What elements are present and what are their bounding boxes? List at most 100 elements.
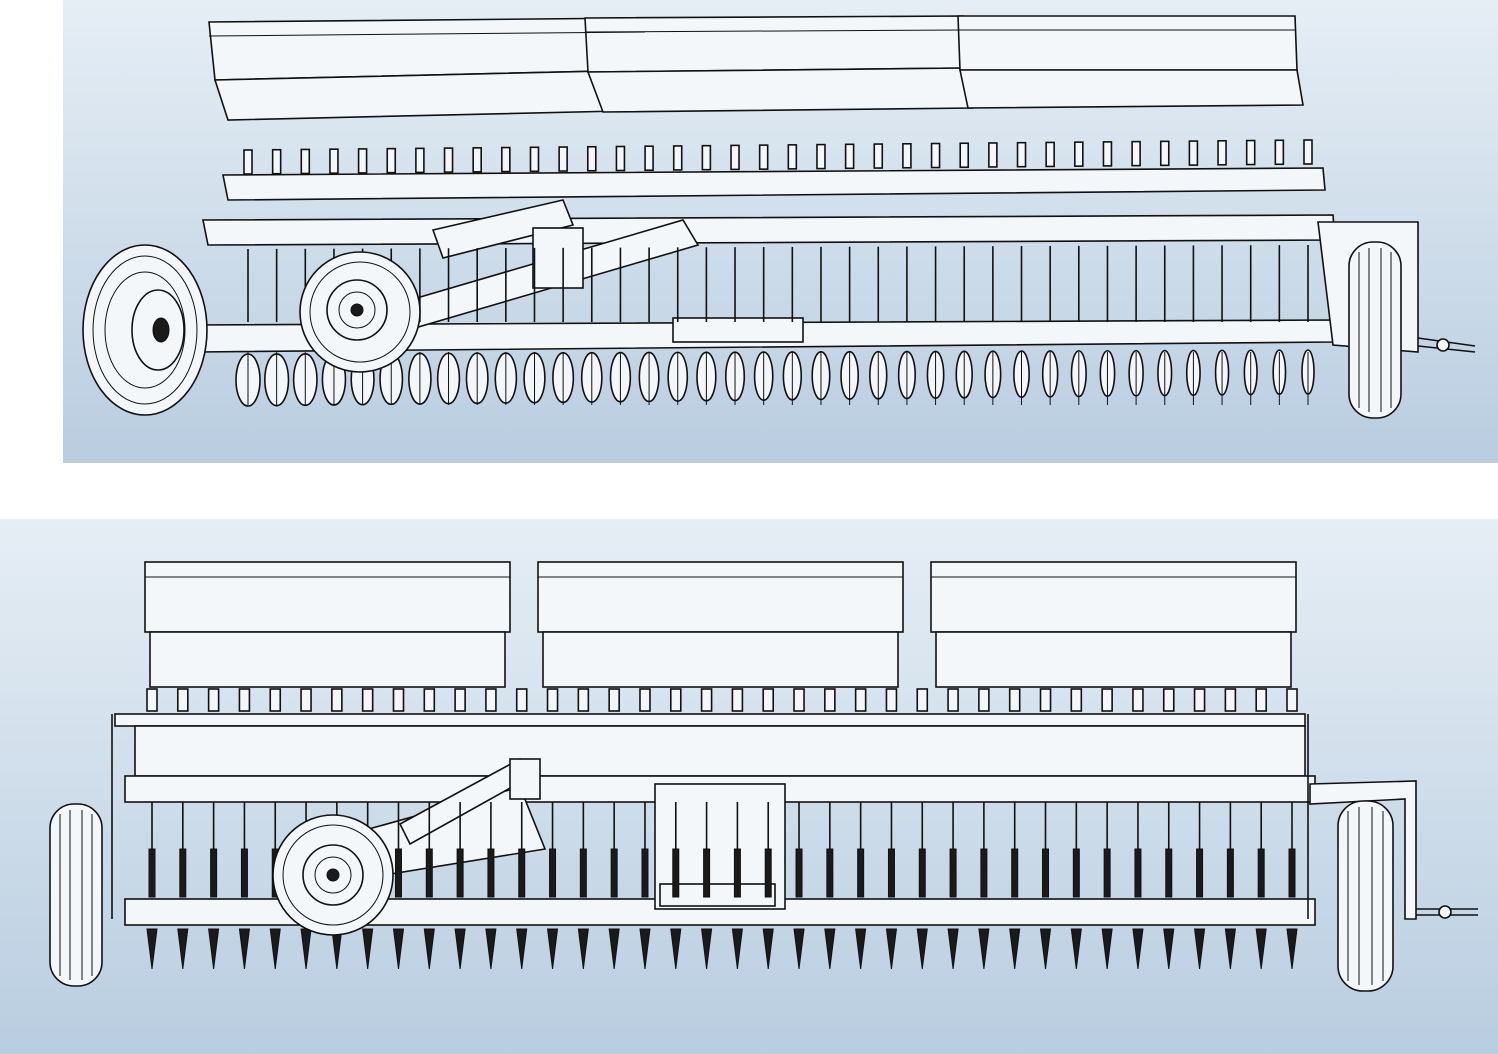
opener-spring — [1288, 848, 1296, 898]
seed-meter — [207, 688, 220, 712]
opener-spring — [1196, 848, 1204, 898]
seed-meter — [930, 142, 941, 169]
opener-spring — [887, 848, 895, 898]
seed-meter — [873, 143, 884, 169]
seed-meter — [546, 688, 559, 712]
seed-meter — [787, 144, 798, 170]
seed-hopper-left — [144, 561, 511, 633]
opener-spring — [672, 848, 680, 898]
opener-spring — [1072, 848, 1080, 898]
seed-meter — [844, 143, 855, 170]
seed-meter — [1255, 688, 1267, 712]
opener-spring — [1165, 848, 1173, 898]
seed-meter — [854, 688, 867, 712]
seed-meter — [529, 146, 540, 173]
seed-meter — [762, 688, 775, 712]
opener-disc — [362, 928, 374, 970]
seed-meter — [615, 145, 626, 172]
seed-meter — [1245, 139, 1256, 166]
seed-meter — [501, 146, 511, 173]
opener-spring — [795, 848, 803, 898]
seed-meter — [793, 688, 805, 712]
seed-meter — [586, 145, 597, 172]
seed-meter — [731, 688, 744, 712]
seed-meter — [485, 688, 497, 712]
opener-disc — [1009, 928, 1021, 970]
seed-meter — [243, 149, 253, 175]
seed-meter — [361, 688, 374, 712]
opener-spring — [826, 848, 834, 898]
opener-spring — [1042, 848, 1050, 898]
seed-meter — [392, 688, 405, 712]
seed-hopper-middle — [584, 15, 966, 73]
opener-disc — [670, 928, 682, 970]
seed-meter — [902, 142, 912, 169]
opener-disc — [947, 928, 959, 970]
opener-spring — [240, 848, 248, 898]
seed-meter — [454, 688, 466, 712]
opener-disc — [177, 928, 189, 970]
opener-spring — [1134, 848, 1142, 898]
arm-bracket — [532, 227, 584, 289]
opener-disc — [1101, 928, 1113, 970]
gauge-wheel — [272, 814, 394, 936]
gauge-hub — [326, 868, 340, 882]
opener-spring — [179, 848, 187, 898]
seed-meter — [1274, 139, 1285, 166]
opener-disc — [885, 928, 898, 970]
hopper-middle-lower — [542, 631, 899, 688]
seed-meter — [1131, 140, 1141, 167]
upper-frame-bar — [114, 713, 1306, 727]
opener-disc — [454, 928, 466, 970]
seed-meter — [701, 144, 712, 171]
opener-disc — [1286, 928, 1298, 970]
opener-spring — [210, 848, 218, 898]
seed-meter — [1102, 141, 1113, 167]
seed-meter — [608, 688, 620, 712]
opener-spring — [733, 848, 741, 898]
seed-meter — [386, 147, 397, 174]
opener-disc — [916, 928, 928, 970]
seed-meter — [978, 688, 990, 712]
opener-disc — [608, 928, 620, 970]
seed-hopper-row — [144, 561, 1297, 688]
opener-disc — [639, 928, 651, 970]
hitch-frame — [1309, 780, 1417, 920]
opener-disc — [485, 928, 497, 970]
seed-meter — [1101, 688, 1113, 712]
opener-spring — [980, 848, 988, 898]
transport-wheel-left — [49, 803, 103, 987]
opener-spring — [487, 848, 495, 898]
seed-hopper-middle — [537, 561, 904, 633]
opener-disc — [731, 928, 743, 970]
seed-meter — [1224, 688, 1237, 712]
seed-meter — [329, 148, 339, 174]
seed-meter — [1016, 141, 1027, 168]
seed-meter — [515, 688, 528, 712]
seed-meter — [415, 147, 425, 174]
gauge-wheel-arm — [391, 199, 804, 343]
gauge-hub — [350, 303, 364, 317]
seed-meter — [824, 688, 836, 712]
opener-disc — [269, 928, 281, 970]
perspective-view-drawing — [63, 0, 1498, 463]
seed-meter — [816, 143, 826, 170]
seed-meter — [177, 688, 189, 712]
opener-spring — [764, 848, 772, 898]
opener-spring — [918, 848, 926, 898]
seed-meter — [472, 147, 482, 173]
opener-spring — [549, 848, 557, 898]
seed-meter — [639, 688, 651, 712]
hopper-right-lower — [935, 631, 1292, 688]
tire — [1337, 800, 1394, 992]
seed-meter — [269, 688, 282, 712]
seed-meter — [947, 688, 959, 712]
hub — [152, 317, 170, 343]
opener-spring — [857, 848, 865, 898]
opener-disc — [238, 928, 250, 970]
opener-spring — [148, 848, 156, 898]
seed-meter-row — [243, 139, 1313, 175]
seed-meter — [916, 688, 929, 712]
opener-spring — [641, 848, 649, 898]
opener-disc — [762, 928, 774, 970]
